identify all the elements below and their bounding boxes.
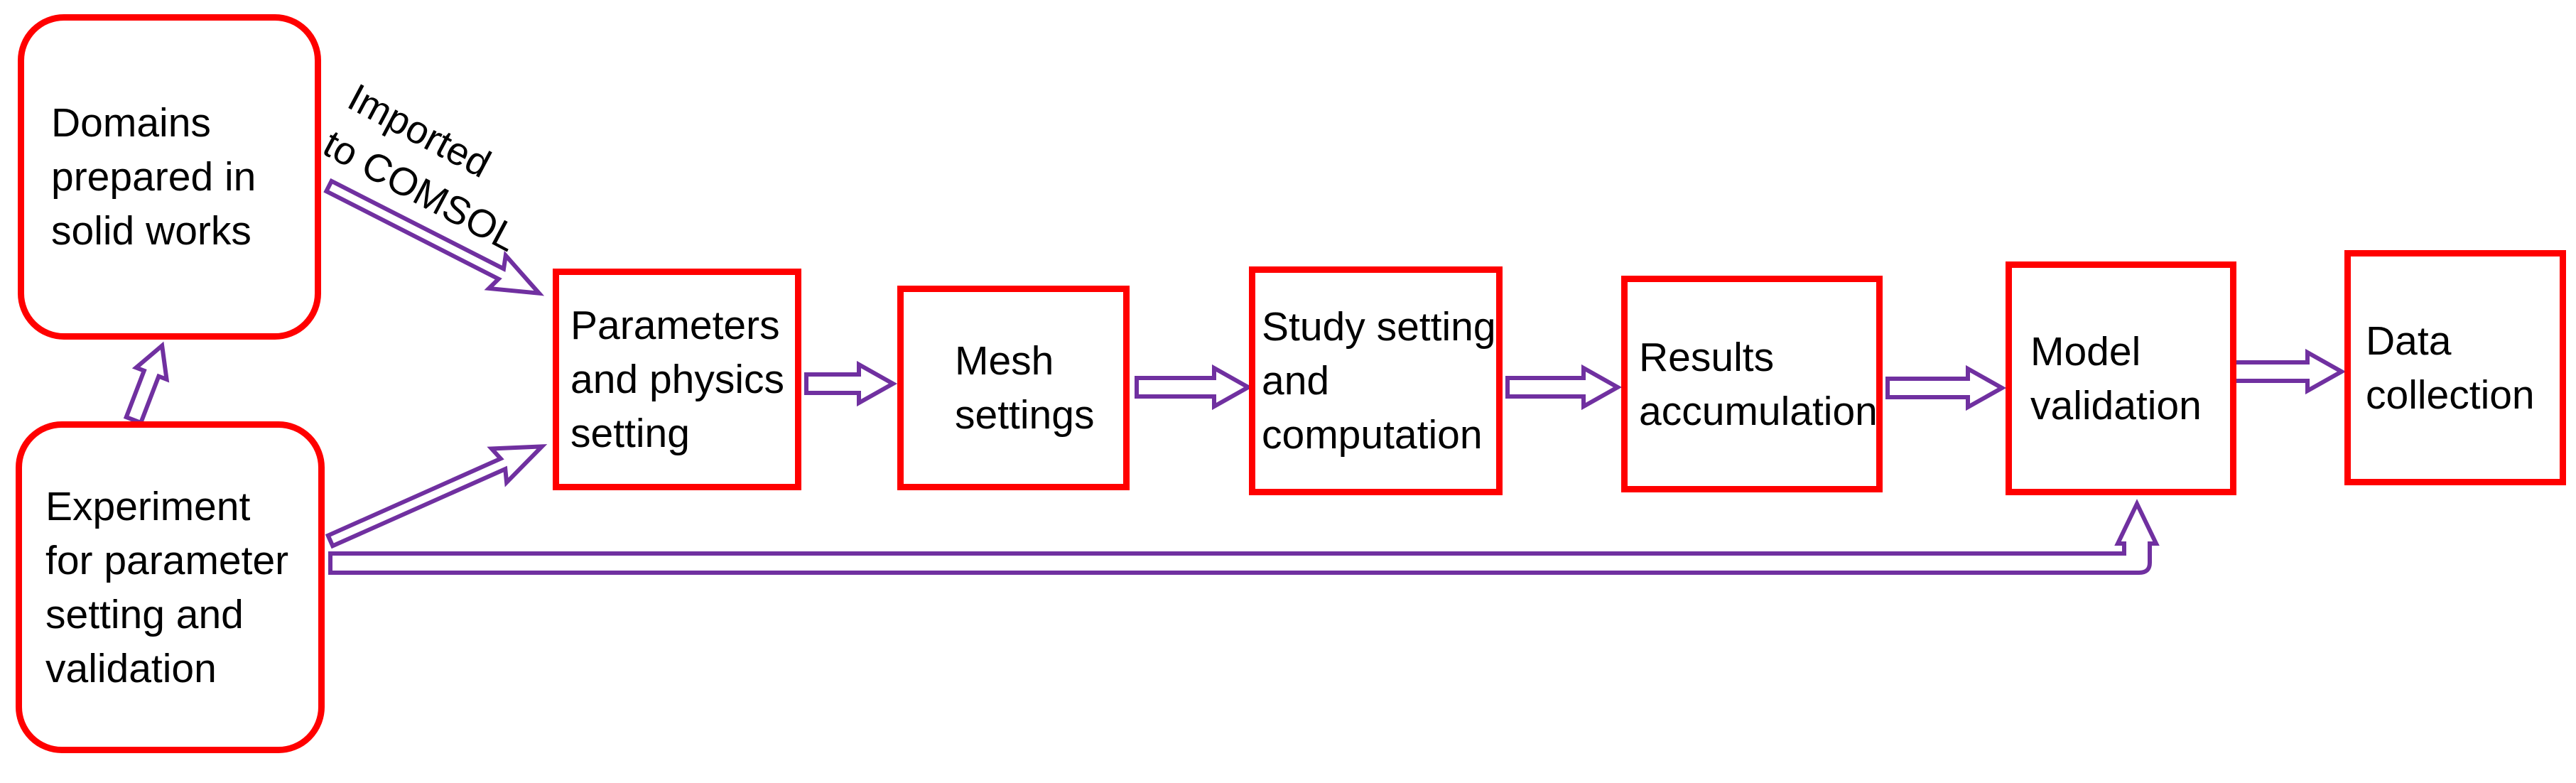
box-parameters: Parameters and physics setting xyxy=(553,269,801,490)
arrow-model-to-data xyxy=(2231,348,2347,395)
box-mesh: Mesh settings xyxy=(897,286,1130,490)
box-model-label: Model validation xyxy=(2030,328,2202,428)
arrow-mesh-to-study xyxy=(1135,364,1253,411)
arrow-study-to-results xyxy=(1505,364,1623,411)
arrow-experiment-to-model-feedback xyxy=(328,499,2160,575)
box-domains: Domains prepared in solid works xyxy=(18,14,321,340)
box-data: Data collection xyxy=(2344,250,2566,485)
arrow-parameters-to-mesh xyxy=(804,360,898,407)
box-results-label: Results accumulation xyxy=(1639,334,1878,434)
box-results: Results accumulation xyxy=(1621,276,1883,492)
box-domains-label: Domains prepared in solid works xyxy=(51,100,256,254)
box-experiment: Experiment for parameter setting and val… xyxy=(16,421,325,753)
box-study-label: Study setting and computation xyxy=(1262,304,1496,458)
box-study: Study setting and computation xyxy=(1249,266,1503,495)
arrow-domains-to-parameters xyxy=(323,178,545,296)
arrow-experiment-to-parameters xyxy=(325,444,548,549)
box-parameters-label: Parameters and physics setting xyxy=(570,303,785,456)
box-mesh-label: Mesh settings xyxy=(955,338,1095,438)
box-experiment-label: Experiment for parameter setting and val… xyxy=(45,483,289,691)
box-data-label: Data collection xyxy=(2366,318,2535,418)
arrow-results-to-model xyxy=(1885,364,2007,411)
arrow-experiment-to-domains xyxy=(123,341,170,426)
box-model: Model validation xyxy=(2006,261,2236,495)
